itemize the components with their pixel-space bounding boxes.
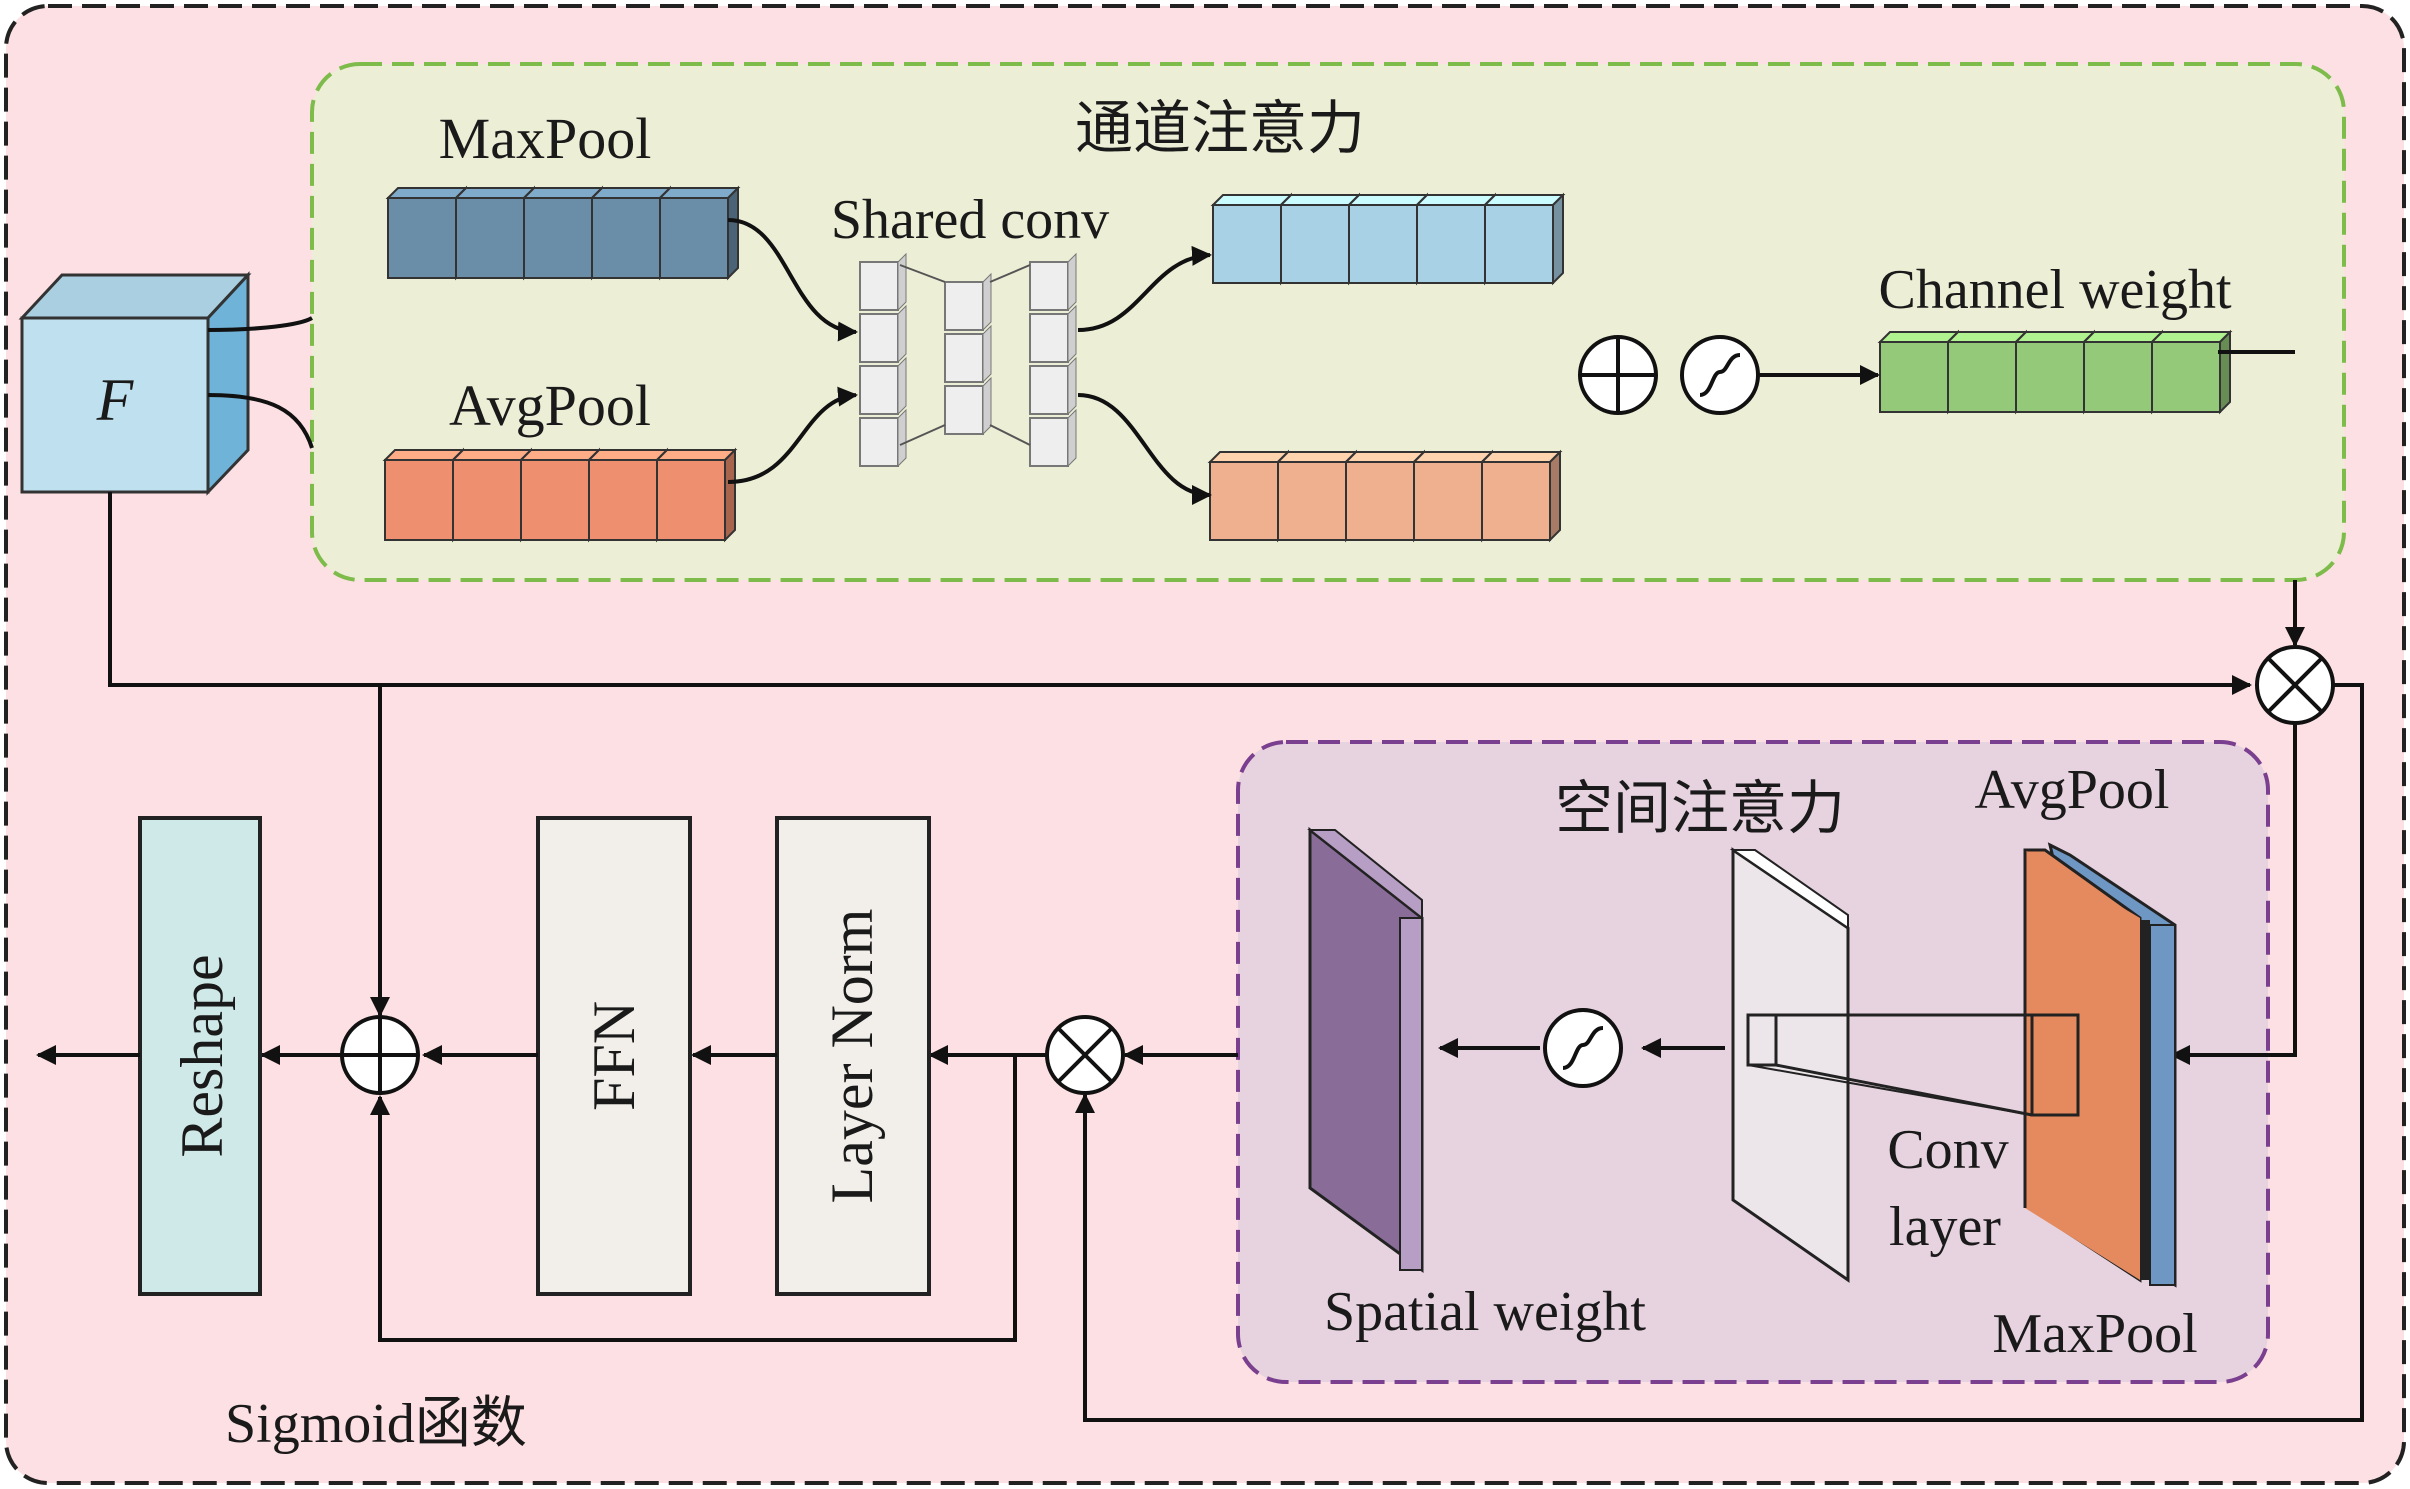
channel-weight-block — [2013, 329, 2097, 415]
conv-unit — [859, 252, 907, 312]
spatial-sigmoid-icon — [1543, 1008, 1623, 1088]
multiply-circle-icon — [2255, 645, 2335, 725]
channel-out-orange-block — [1479, 449, 1563, 543]
spatial-attention-title: 空间注意力 — [1555, 774, 1845, 842]
avgpool-block — [450, 447, 534, 543]
residual-add-icon — [340, 1015, 420, 1095]
sigmoid-icon — [1680, 335, 1760, 415]
maxpool-block — [589, 185, 673, 281]
avgpool-top-label: AvgPool — [449, 373, 651, 438]
avgpool-block — [518, 447, 602, 543]
conv-unit — [859, 356, 907, 416]
ffn-label: FFN — [581, 1001, 647, 1111]
channel-weight-vector — [1877, 329, 2233, 415]
input-label: F — [96, 367, 135, 433]
channel-out-orange-block — [1275, 449, 1359, 543]
spatial-multiply-icon — [1045, 1015, 1125, 1095]
maxpool-vector — [385, 185, 741, 281]
maxpool-top-label: MaxPool — [439, 106, 652, 171]
layer-norm-label: Layer Norm — [819, 909, 885, 1204]
input-cube — [18, 271, 252, 496]
channel-out-blue-block — [1278, 192, 1362, 286]
channel-weight-block — [1945, 329, 2029, 415]
maxpool-spatial-label: MaxPool — [1992, 1303, 2197, 1365]
maxpool-block — [521, 185, 605, 281]
channel-weight-label: Channel weight — [1878, 259, 2231, 321]
avgpool-block — [586, 447, 670, 543]
conv-unit — [859, 304, 907, 364]
conv-unit — [859, 408, 907, 468]
spatial-weight-plane — [1307, 826, 1424, 1273]
shared-conv-network — [859, 252, 1077, 468]
channel-out-blue-block — [1210, 192, 1294, 286]
pooled-feature-maps — [2023, 842, 2177, 1288]
channel-weight-block — [1877, 329, 1961, 415]
conv-layer-plane — [1729, 847, 2033, 1283]
layer-norm-block — [775, 816, 931, 1296]
channel-weight-block — [2149, 329, 2233, 415]
conv-unit — [1029, 252, 1077, 312]
avgpool-vector — [382, 447, 738, 543]
channel-out-blue-block — [1346, 192, 1430, 286]
sigmoid-note: Sigmoid函数 — [225, 1393, 527, 1455]
spatial-weight-label: Spatial weight — [1324, 1281, 1646, 1343]
maxpool-block — [385, 185, 469, 281]
channel-out-blue-block — [1482, 192, 1566, 286]
reshape-label: Reshape — [169, 954, 235, 1157]
avgpool-block — [382, 447, 466, 543]
conv-unit — [1029, 304, 1077, 364]
channel-out-orange-block — [1411, 449, 1495, 543]
maxpool-block — [453, 185, 537, 281]
conv-unit — [1029, 408, 1077, 468]
channel-attention-title: 通道注意力 — [1075, 94, 1365, 162]
channel-weight-block — [2081, 329, 2165, 415]
shared-conv-label: Shared conv — [831, 189, 1109, 251]
channel-output-orange-vector — [1207, 449, 1563, 543]
ffn-block — [536, 816, 692, 1296]
conv-unit — [944, 376, 992, 436]
conv-layer-label-line1: Conv — [1887, 1119, 2008, 1181]
channel-output-blue-vector — [1210, 192, 1566, 286]
avgpool-block — [654, 447, 738, 543]
channel-attention-panel — [310, 62, 2346, 582]
conv-unit — [1029, 356, 1077, 416]
maxpool-block — [657, 185, 741, 281]
conv-unit — [944, 272, 992, 332]
channel-out-orange-block — [1343, 449, 1427, 543]
channel-out-orange-block — [1207, 449, 1291, 543]
plus-circle-icon — [1578, 335, 1658, 415]
conv-unit — [944, 324, 992, 384]
channel-out-blue-block — [1414, 192, 1498, 286]
conv-layer-label-line2: layer — [1889, 1196, 2001, 1258]
avgpool-spatial-label: AvgPool — [1975, 759, 2170, 821]
